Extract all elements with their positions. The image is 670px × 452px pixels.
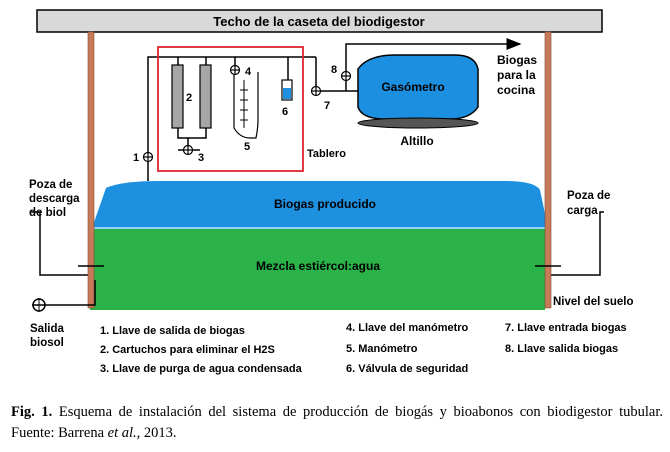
svg-text:para la: para la (497, 68, 536, 82)
biosol-outlet (32, 280, 96, 312)
svg-text:cocina: cocina (497, 83, 535, 97)
roof: Techo de la caseta del biodigestor (36, 9, 603, 33)
num-7: 7 (324, 100, 330, 112)
num-4: 4 (245, 66, 252, 78)
ground-lines (30, 211, 604, 276)
svg-text:biosol: biosol (30, 337, 64, 349)
legend-item-5: 5. Manómetro (346, 343, 418, 355)
caption-label: Fig. 1. (11, 404, 53, 420)
left-post (87, 31, 95, 309)
legend-item-8: 8. Llave salida biogas (505, 343, 618, 355)
biogas-dome (92, 181, 548, 228)
svg-text:Biogas: Biogas (497, 53, 537, 67)
caption-text: Esquema de instalación del sistema de pr… (11, 404, 664, 441)
legend-item-6: 6. Válvula de seguridad (346, 363, 468, 375)
legend-item-3: 3. Llave de purga de agua condensada (100, 363, 303, 375)
right-post (544, 31, 552, 309)
svg-text:descarga: descarga (29, 193, 80, 205)
num-1: 1 (133, 152, 139, 164)
gasometer: Gasómetro Altillo (357, 54, 479, 148)
num-8: 8 (331, 64, 337, 76)
valves (142, 64, 352, 163)
ground-level-label: Nivel del suelo (553, 296, 634, 308)
biogas-kitchen-label: Biogas para la cocina (497, 53, 537, 97)
number-labels: 1 2 3 4 5 6 7 8 (133, 64, 337, 164)
caption-etal: et al., (107, 425, 141, 441)
svg-text:Poza de: Poza de (567, 190, 610, 202)
caption-year: 2013. (143, 425, 177, 441)
mixture-tank (90, 226, 545, 310)
safety-valve (281, 79, 293, 101)
svg-text:carga: carga (567, 205, 598, 217)
discharge-pool-label: Poza de descarga de biol (29, 179, 80, 219)
board-label: Tablero (307, 148, 346, 160)
manometer (233, 72, 259, 139)
svg-text:Poza de: Poza de (29, 179, 72, 191)
num-6: 6 (282, 106, 288, 118)
roof-label: Techo de la caseta del biodigestor (213, 14, 424, 29)
legend-item-1: 1. Llave de salida de biogas (100, 325, 245, 337)
num-5: 5 (244, 141, 250, 153)
h2s-cartridges (171, 64, 212, 129)
figure-caption: Fig. 1. Esquema de instalación del siste… (11, 402, 663, 444)
legend-item-2: 2. Cartuchos para eliminar el H2S (100, 344, 275, 356)
legend-item-7: 7. Llave entrada biogas (505, 322, 627, 334)
biogas-produced-label: Biogas producido (274, 197, 376, 211)
num-2: 2 (186, 92, 192, 104)
num-3: 3 (198, 152, 204, 164)
legend: 1. Llave de salida de biogas 2. Cartucho… (100, 322, 627, 375)
mixture-label: Mezcla estiércol:agua (256, 259, 380, 273)
svg-text:Salida: Salida (30, 323, 64, 335)
biosol-outlet-label: Salida biosol (30, 323, 64, 349)
attic-label: Altillo (400, 134, 433, 148)
board (157, 46, 304, 172)
svg-text:de biol: de biol (29, 207, 66, 219)
gasometer-label: Gasómetro (381, 80, 444, 94)
charge-pool-label: Poza de carga (567, 190, 610, 217)
legend-item-4: 4. Llave del manómetro (346, 322, 469, 334)
